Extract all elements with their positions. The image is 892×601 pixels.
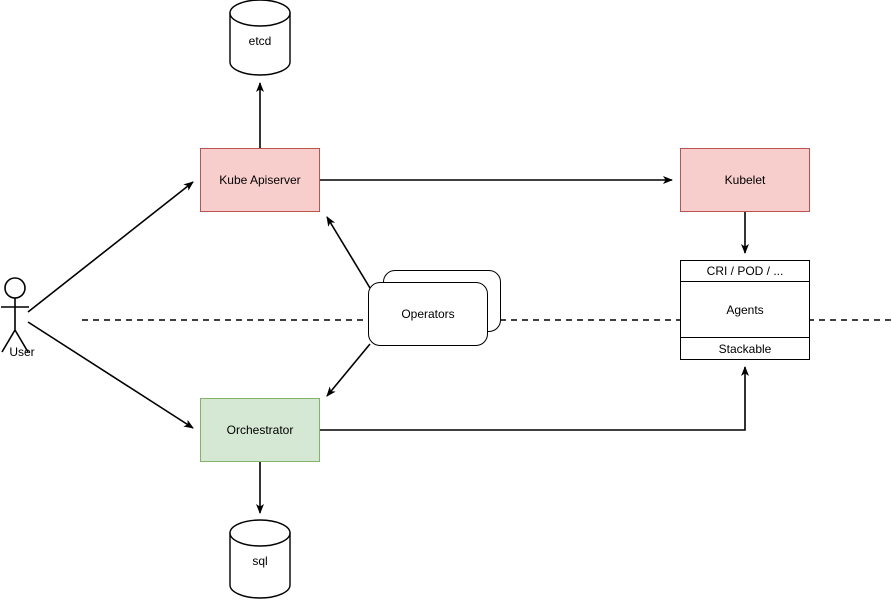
edge-operators-to-orchestrator [326,343,371,397]
agents-node[interactable]: CRI / POD / ... Agents Stackable [680,260,810,360]
operators-node[interactable]: Operators [368,270,502,348]
etcd-node[interactable]: etcd [230,30,290,52]
agents-main-section[interactable]: Agents [681,282,809,338]
orchestrator-node[interactable]: Orchestrator [200,398,320,462]
kube-apiserver-node[interactable]: Kube Apiserver [200,148,320,212]
agents-stackable-section[interactable]: Stackable [681,338,809,359]
kube-apiserver-label: Kube Apiserver [219,172,301,187]
edge-orchestrator-to-stackable [320,366,749,431]
kubelet-node[interactable]: Kubelet [680,148,810,212]
sql-node[interactable]: sql [230,550,290,572]
user-node[interactable]: User [0,275,60,365]
etcd-label: etcd [248,33,272,48]
agents-main-label: Agents [726,302,764,317]
agents-cri-pod-label: CRI / POD / ... [706,264,784,278]
agents-cri-pod-section[interactable]: CRI / POD / ... [681,261,809,282]
edge-operators-to-apiserver [326,216,371,289]
kubelet-label: Kubelet [724,172,766,187]
sql-label: sql [252,553,268,568]
orchestrator-label: Orchestrator [226,422,294,437]
operators-card-front[interactable]: Operators [368,282,488,346]
agents-stackable-label: Stackable [718,341,772,356]
operators-label: Operators [401,307,455,321]
user-label: User [9,345,35,359]
